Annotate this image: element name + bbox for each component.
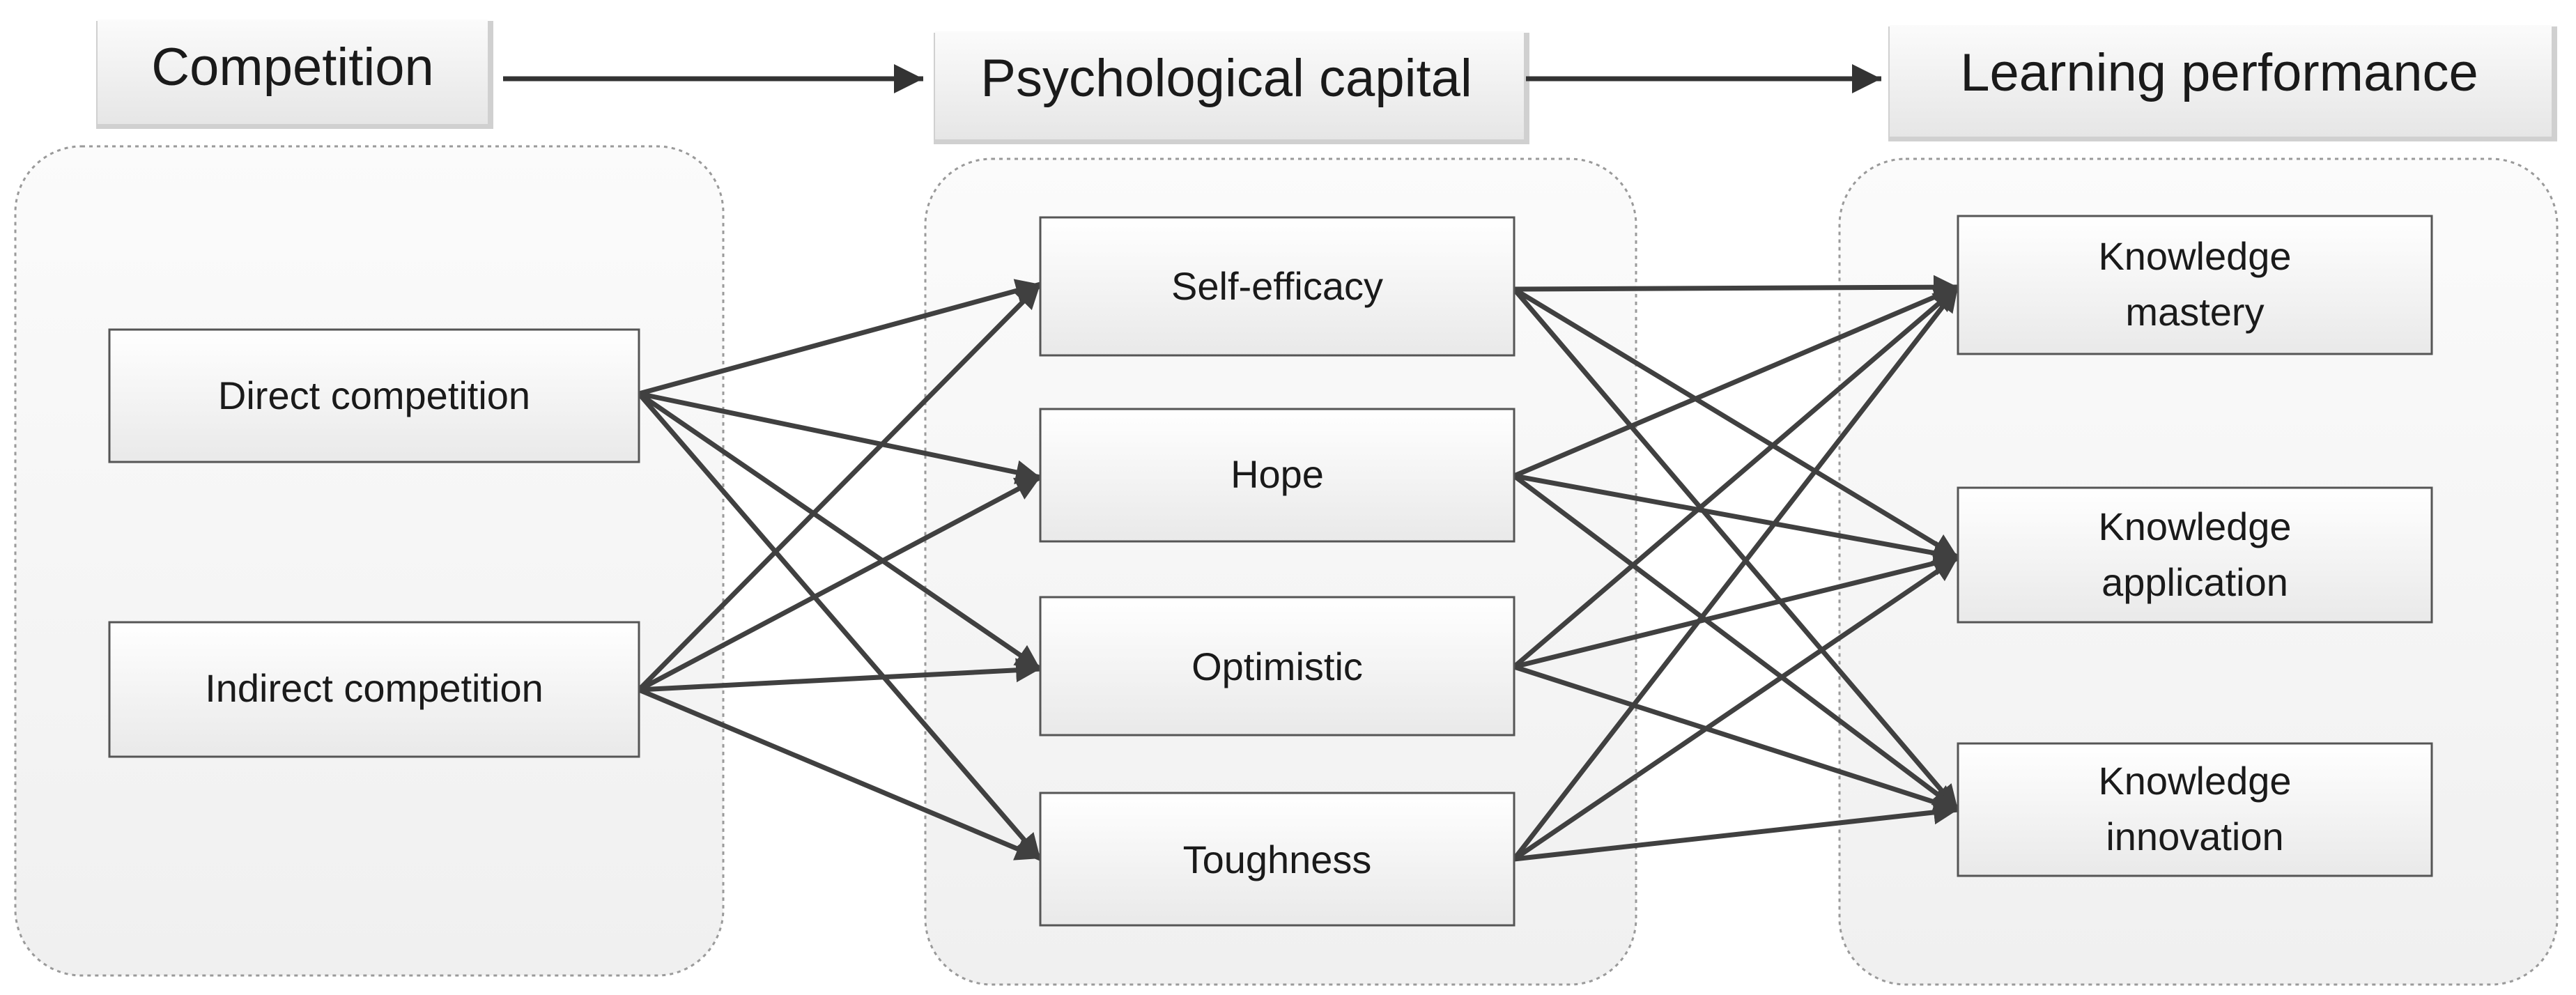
edge-hope-to-innovation xyxy=(1512,474,1960,812)
edge-selfeff-to-innovation xyxy=(1512,287,1960,812)
edge-selfeff-to-mastery xyxy=(1513,275,1959,300)
edge-direct-to-selfeff xyxy=(638,279,1041,396)
edge-direct-to-tough xyxy=(637,392,1042,861)
header-competition-label: Competition xyxy=(151,38,434,97)
edge-direct-to-hope xyxy=(638,391,1041,484)
edge-direct-to-optim xyxy=(638,392,1042,671)
node-label-line-2: innovation xyxy=(2106,815,2283,858)
node-label: Indirect competition xyxy=(205,666,543,710)
header-psychological-capital: Psychological capital xyxy=(934,31,1529,144)
edge-indirect-to-selfeff xyxy=(637,282,1042,692)
edge-indirect-to-hope xyxy=(638,475,1042,693)
node-label: Hope xyxy=(1231,452,1324,496)
edge-hope-to-application xyxy=(1513,473,1959,565)
node-knowledge-mastery: Knowledge mastery xyxy=(1957,215,2433,355)
node-self-efficacy: Self-efficacy xyxy=(1039,216,1515,357)
nodes: Direct competition Indirect competition … xyxy=(108,215,2433,927)
header-learning-performance-label: Learning performance xyxy=(1960,43,2478,102)
edges xyxy=(637,275,1960,862)
node-indirect-competition: Indirect competition xyxy=(108,621,640,758)
node-label-line-1: Knowledge xyxy=(2098,234,2291,278)
psychological-capital-panel xyxy=(924,157,1637,986)
edge-optim-to-application xyxy=(1513,551,1959,670)
node-knowledge-innovation: Knowledge innovation xyxy=(1957,742,2433,877)
edge-tough-to-mastery xyxy=(1512,285,1960,861)
header-psychological-capital-label: Psychological capital xyxy=(980,49,1472,108)
node-label: Optimistic xyxy=(1191,645,1363,688)
node-label-line-1: Knowledge xyxy=(2098,504,2291,548)
node-direct-competition: Direct competition xyxy=(108,328,640,463)
edge-hope-to-mastery xyxy=(1513,284,1959,479)
edge-indirect-to-tough xyxy=(638,687,1042,861)
edge-tough-to-innovation xyxy=(1513,800,1959,862)
edge-indirect-to-optim xyxy=(638,658,1041,693)
node-knowledge-application: Knowledge application xyxy=(1957,486,2433,624)
node-label-line-2: application xyxy=(2101,560,2288,604)
node-optimistic: Optimistic xyxy=(1039,596,1515,736)
competition-panel xyxy=(14,145,725,977)
node-label: Direct competition xyxy=(218,373,530,417)
node-toughness: Toughness xyxy=(1039,792,1515,927)
node-label: Toughness xyxy=(1183,838,1372,881)
edge-tough-to-application xyxy=(1513,555,1959,861)
header-learning-performance: Learning performance xyxy=(1888,25,2557,141)
node-label-line-2: mastery xyxy=(2125,290,2264,334)
edge-optim-to-mastery xyxy=(1512,285,1960,669)
edge-selfeff-to-application xyxy=(1513,287,1959,560)
node-hope: Hope xyxy=(1039,408,1515,543)
node-label: Self-efficacy xyxy=(1171,264,1383,308)
edge-optim-to-innovation xyxy=(1513,664,1959,814)
node-label-line-1: Knowledge xyxy=(2098,759,2291,803)
header-competition: Competition xyxy=(96,20,493,129)
